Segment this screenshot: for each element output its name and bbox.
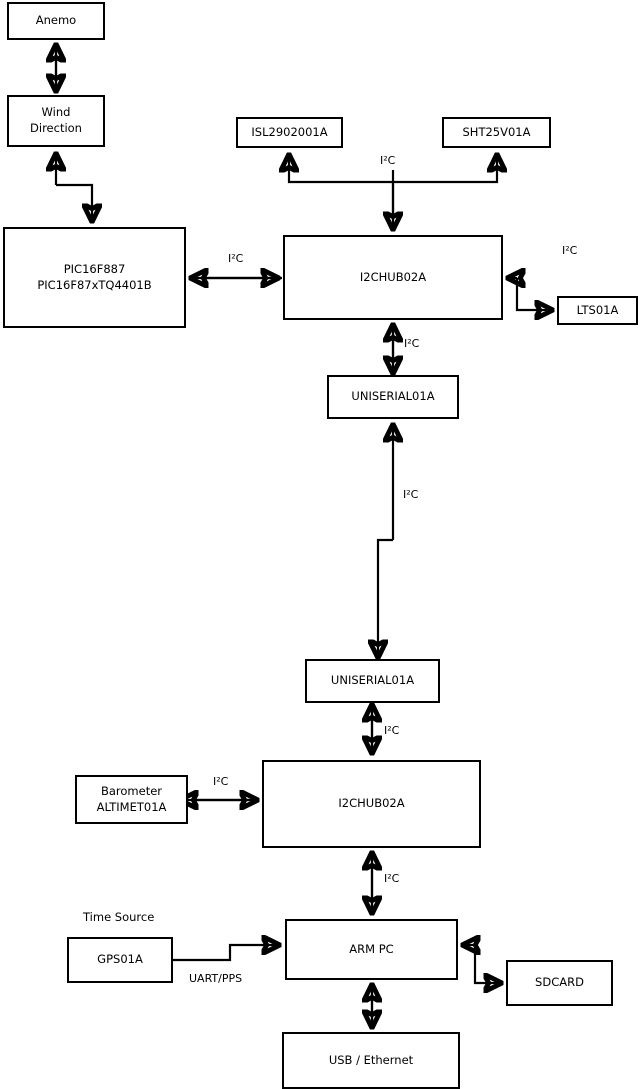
node-gps01a-label: GPS01A — [97, 952, 143, 967]
wire-pic-wind-elbow — [56, 183, 92, 220]
wire-armpc-sdcard-elbow — [473, 945, 500, 983]
edge-label-gps-armpc: UART/PPS — [189, 972, 243, 985]
node-usb-ethernet-label: USB / Ethernet — [328, 1052, 414, 1067]
wire-gps-armpc — [173, 945, 278, 962]
node-lts01a-label: LTS01A — [576, 302, 619, 317]
node-arm-pc[interactable]: ARM PC — [285, 919, 458, 980]
node-isl2902001a[interactable]: ISL2902001A — [236, 117, 343, 148]
node-lts01a[interactable]: LTS01A — [557, 296, 638, 325]
node-barometer-altimet01a[interactable]: Barometer ALTIMET01A — [75, 775, 188, 824]
edge-label-barometer-hub: I²C — [213, 775, 229, 788]
node-usb-ethernet[interactable]: USB / Ethernet — [282, 1032, 460, 1089]
edge-label-isl-sht-bus: I²C — [380, 154, 396, 167]
node-uniserial01a-bottom[interactable]: UNISERIAL01A — [305, 659, 440, 703]
node-gps01a[interactable]: GPS01A — [67, 937, 173, 983]
node-pic-microcontroller[interactable]: PIC16F887 PIC16F87xTQ4401B — [3, 227, 186, 328]
edge-label-uniserial-hub-bottom: I²C — [384, 724, 400, 737]
node-isl2902001a-label: ISL2902001A — [251, 124, 328, 139]
node-i2chub02a-bottom[interactable]: I2CHUB02A — [262, 760, 481, 848]
node-uniserial01a-bottom-label: UNISERIAL01A — [330, 673, 415, 688]
node-i2chub02a-top[interactable]: I2CHUB02A — [283, 235, 503, 320]
node-pic-microcontroller-label: PIC16F887 PIC16F87xTQ4401B — [37, 261, 152, 292]
label-time-source: Time Source — [83, 910, 155, 924]
node-sdcard-label: SDCARD — [535, 975, 584, 990]
wire-uniserial-link-down — [378, 538, 393, 656]
edge-label-hub-uniserial-top: I²C — [404, 337, 420, 350]
wire-hub-lts-elbow — [515, 278, 551, 310]
node-uniserial01a-top-label: UNISERIAL01A — [351, 389, 435, 404]
edge-label-hub-lts: I²C — [562, 244, 578, 257]
node-arm-pc-label: ARM PC — [349, 941, 394, 956]
wire-hub-bus-up-right — [393, 156, 497, 184]
node-uniserial01a-top[interactable]: UNISERIAL01A — [327, 375, 459, 419]
node-i2chub02a-top-label: I2CHUB02A — [359, 269, 427, 284]
node-sht25v01a-label: SHT25V01A — [462, 124, 531, 139]
node-wind-direction[interactable]: Wind Direction — [7, 95, 105, 147]
node-barometer-altimet01a-label: Barometer ALTIMET01A — [96, 783, 167, 814]
edge-label-uniserial-link: I²C — [403, 488, 419, 501]
node-anemo-label: Anemo — [35, 13, 77, 28]
node-i2chub02a-bottom-label: I2CHUB02A — [338, 796, 405, 811]
node-sht25v01a[interactable]: SHT25V01A — [442, 117, 551, 148]
edge-label-hub-armpc: I²C — [384, 872, 400, 885]
node-wind-direction-label: Wind Direction — [30, 105, 82, 135]
edge-label-pic-hub: I²C — [228, 252, 244, 265]
node-sdcard[interactable]: SDCARD — [506, 960, 613, 1006]
wire-hub-bus-up — [289, 156, 395, 228]
node-anemo[interactable]: Anemo — [7, 2, 105, 40]
